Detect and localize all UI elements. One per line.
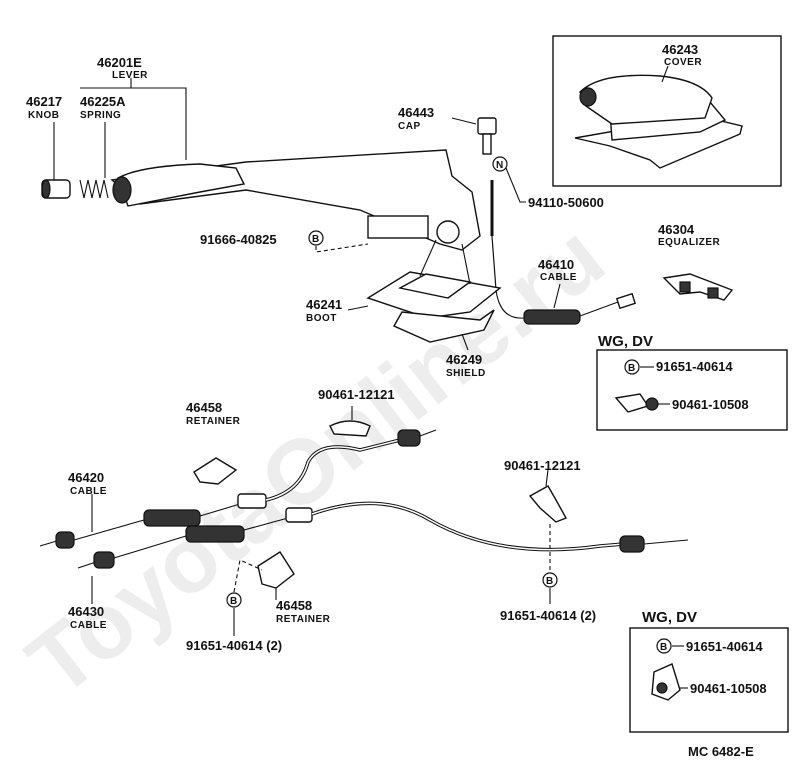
left-cable-part-number: 46420 xyxy=(68,470,104,485)
rod-part[interactable] xyxy=(490,180,497,291)
b-marker-bottom-left: B xyxy=(230,596,238,607)
b-marker-box2-circle xyxy=(656,638,672,654)
cover-inset-box xyxy=(552,35,782,187)
equalizer-part[interactable] xyxy=(662,273,734,301)
boot-part[interactable] xyxy=(366,239,502,319)
box2-clamp-part[interactable] xyxy=(651,663,681,701)
b-marker-bottom-left-circle xyxy=(226,592,242,608)
retainer-bottom-name: RETAINER xyxy=(276,614,331,625)
front-cable-name: CABLE xyxy=(540,272,577,283)
b-marker-bottom-right-circle xyxy=(542,572,558,588)
bolt-top-part-number: 91666-40825 xyxy=(200,232,277,247)
front-cable-part-number: 46410 xyxy=(538,257,574,272)
right-cable-part-number: 46430 xyxy=(68,604,104,619)
n-marker-circle xyxy=(492,156,508,172)
spring-part[interactable] xyxy=(79,179,109,199)
equalizer-name: EQUALIZER xyxy=(658,237,721,248)
right-cable-part[interactable] xyxy=(77,501,689,569)
b-marker-bottom-right: B xyxy=(546,576,554,587)
lever-part-number: 46201E xyxy=(97,55,142,70)
b-marker-box1-circle xyxy=(624,359,640,375)
retainer-bottom-part[interactable] xyxy=(257,551,295,589)
cap-part[interactable] xyxy=(477,117,497,155)
wg-dv-box-top xyxy=(596,349,788,431)
cover-part[interactable] xyxy=(574,74,743,169)
cover-part-number: 46243 xyxy=(662,42,698,57)
left-cable-part[interactable] xyxy=(39,429,437,549)
left-cable-name: CABLE xyxy=(70,486,107,497)
cover-name: COVER xyxy=(664,57,702,68)
shield-part[interactable] xyxy=(393,309,495,343)
rod-part-number: 94110-50600 xyxy=(528,195,604,210)
retainer-bottom-part-number: 46458 xyxy=(276,598,312,613)
b-marker-box2: B xyxy=(660,642,668,653)
clamp-top-part-number: 90461-12121 xyxy=(318,387,395,402)
box1-clamp-part[interactable] xyxy=(614,393,659,413)
shield-name: SHIELD xyxy=(446,368,486,379)
b-marker-box1: B xyxy=(628,363,636,374)
box2-title: WG, DV xyxy=(642,609,697,626)
boot-part-number: 46241 xyxy=(306,297,342,312)
box1-title: WG, DV xyxy=(598,333,653,350)
retainer-top-name: RETAINER xyxy=(186,416,241,427)
b-marker-top-circle xyxy=(308,230,324,246)
clamp-right-part-number: 90461-12121 xyxy=(504,458,581,473)
b-marker-top: B xyxy=(312,234,320,245)
cap-name: CAP xyxy=(398,121,421,132)
knob-part-number: 46217 xyxy=(26,94,62,109)
front-cable-part[interactable] xyxy=(495,289,637,325)
equalizer-part-number: 46304 xyxy=(658,222,695,237)
spring-part-number: 46225A xyxy=(80,94,126,109)
cap-part-number: 46443 xyxy=(398,105,434,120)
shield-part-number: 46249 xyxy=(446,352,482,367)
bolt-bottom-left-part-number: 91651-40614 (2) xyxy=(186,638,282,653)
retainer-top-part[interactable] xyxy=(193,457,238,485)
box2-bolt-part-number: 91651-40614 xyxy=(686,639,763,654)
retainer-top-part-number: 46458 xyxy=(186,400,222,415)
boot-name: BOOT xyxy=(306,313,337,324)
lever-name: LEVER xyxy=(112,70,148,81)
n-marker: N xyxy=(496,160,504,171)
clamp-top-part[interactable] xyxy=(329,420,371,437)
right-cable-name: CABLE xyxy=(70,620,107,631)
clamp-right-part[interactable] xyxy=(528,485,567,523)
diagram-code: MC 6482-E xyxy=(688,744,754,759)
spring-name: SPRING xyxy=(80,110,121,121)
lever-part[interactable] xyxy=(110,149,481,251)
wg-dv-box-bottom xyxy=(629,627,789,733)
knob-name: KNOB xyxy=(28,110,59,121)
box1-bolt-part-number: 91651-40614 xyxy=(656,359,733,374)
knob-part[interactable] xyxy=(41,179,71,199)
bolt-bottom-right-part-number: 91651-40614 (2) xyxy=(500,608,596,623)
box2-clamp-part-number: 90461-10508 xyxy=(690,681,767,696)
box1-clamp-part-number: 90461-10508 xyxy=(672,397,749,412)
